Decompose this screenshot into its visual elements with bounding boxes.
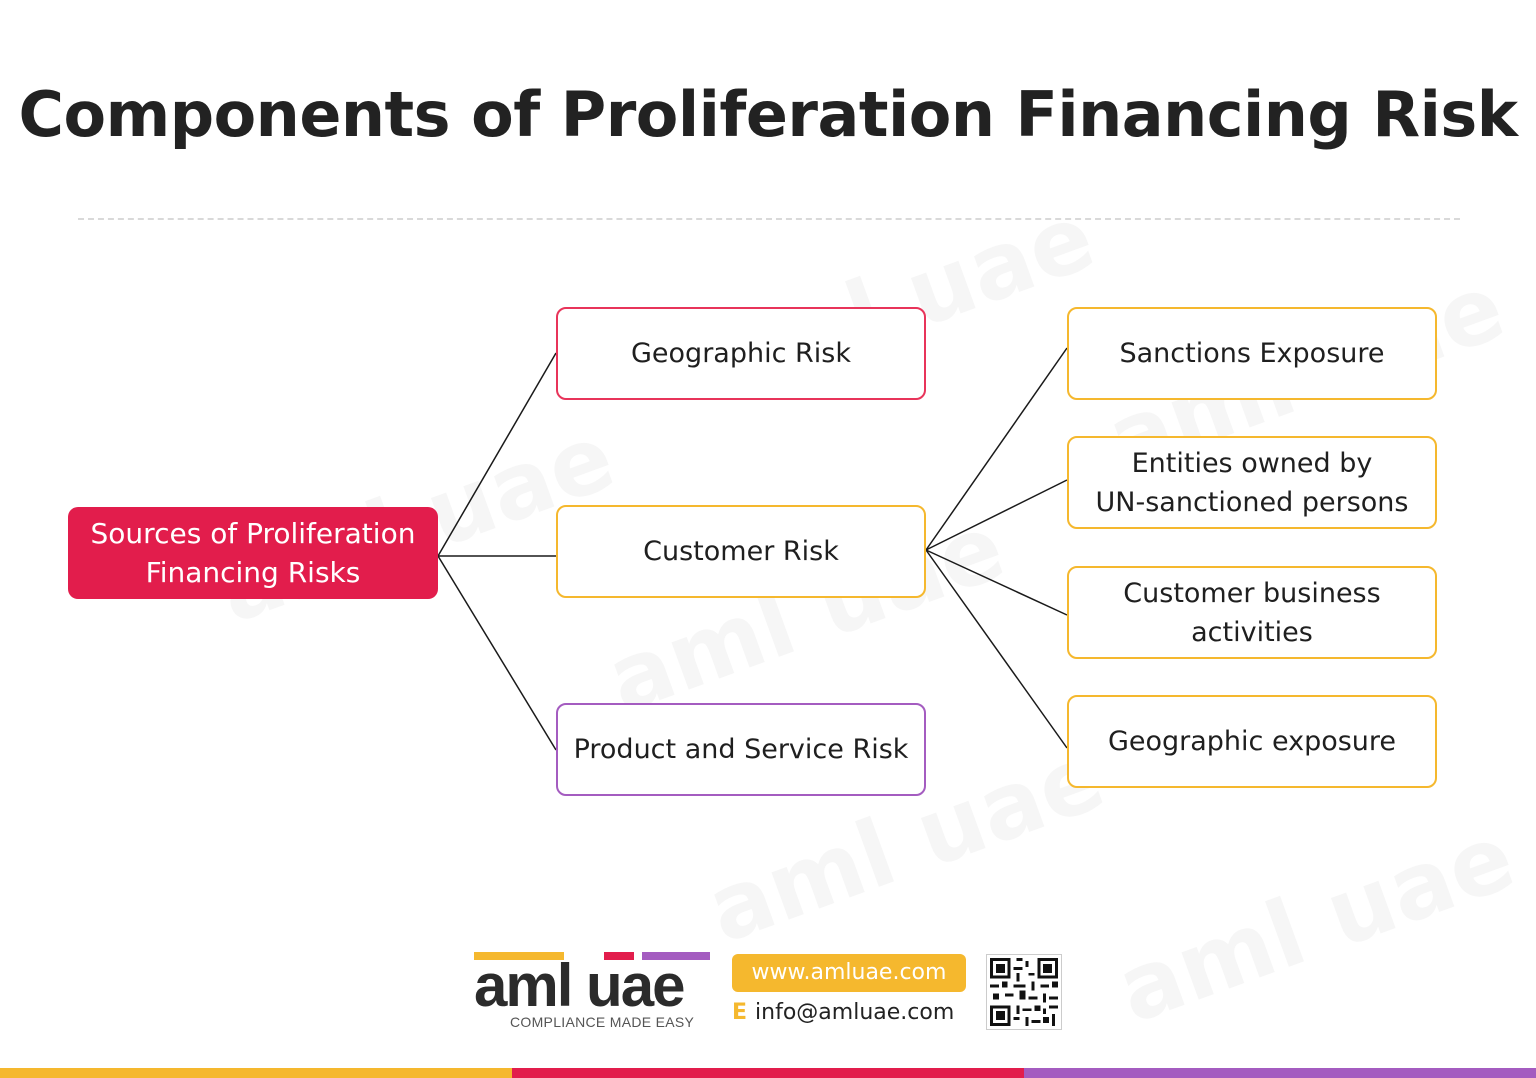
logo-wordmark: aml uae — [474, 952, 685, 1019]
node-label: Customer Risk — [643, 536, 839, 567]
logo-color-bars — [474, 952, 710, 960]
email-prefix: E — [732, 1000, 748, 1025]
node-line-1: Customer business — [1123, 577, 1381, 609]
email-address[interactable]: info@amluae.com — [755, 1000, 955, 1025]
page-title: Components of Proliferation Financing Ri… — [18, 78, 1519, 151]
connector-customer-entities — [925, 479, 1068, 551]
connector-customer-business — [925, 549, 1068, 616]
node-geographic-exposure: Geographic exposure — [1067, 695, 1437, 788]
node-label: Geographic Risk — [631, 338, 851, 369]
node-customer-business-activities: Customer business activities — [1067, 566, 1437, 659]
node-product-service-risk: Product and Service Risk — [556, 703, 926, 796]
node-line-1: Sanctions Exposure — [1119, 338, 1385, 369]
node-label: Product and Service Risk — [573, 734, 909, 765]
connector-root-product — [437, 555, 557, 751]
node-geographic-risk: Geographic Risk — [556, 307, 926, 400]
node-line-1: Entities owned by — [1131, 447, 1373, 479]
node-line-2: activities — [1191, 616, 1313, 648]
node-line-2: UN-sanctioned persons — [1095, 486, 1409, 518]
root-line-1: Sources of Proliferation — [90, 517, 416, 550]
bottom-color-bar — [0, 1068, 1536, 1078]
connector-customer-geographic-exposure — [925, 549, 1068, 749]
website-link[interactable]: www.amluae.com — [732, 954, 966, 992]
logo-tagline: COMPLIANCE MADE EASY — [510, 1014, 695, 1030]
connector-root-geographic — [437, 352, 557, 557]
node-sanctions-exposure: Sanctions Exposure — [1067, 307, 1437, 400]
node-customer-risk: Customer Risk — [556, 505, 926, 598]
title-divider — [78, 218, 1460, 220]
node-entities-owned: Entities owned by UN-sanctioned persons — [1067, 436, 1437, 529]
node-line-1: Geographic exposure — [1107, 726, 1397, 757]
qr-code-icon — [986, 954, 1062, 1030]
connector-customer-sanctions — [925, 347, 1068, 551]
root-node: Sources of Proliferation Financing Risks — [68, 507, 438, 599]
brand-logo: aml uae COMPLIANCE MADE EASY — [474, 952, 710, 1036]
root-line-2: Financing Risks — [145, 556, 361, 589]
